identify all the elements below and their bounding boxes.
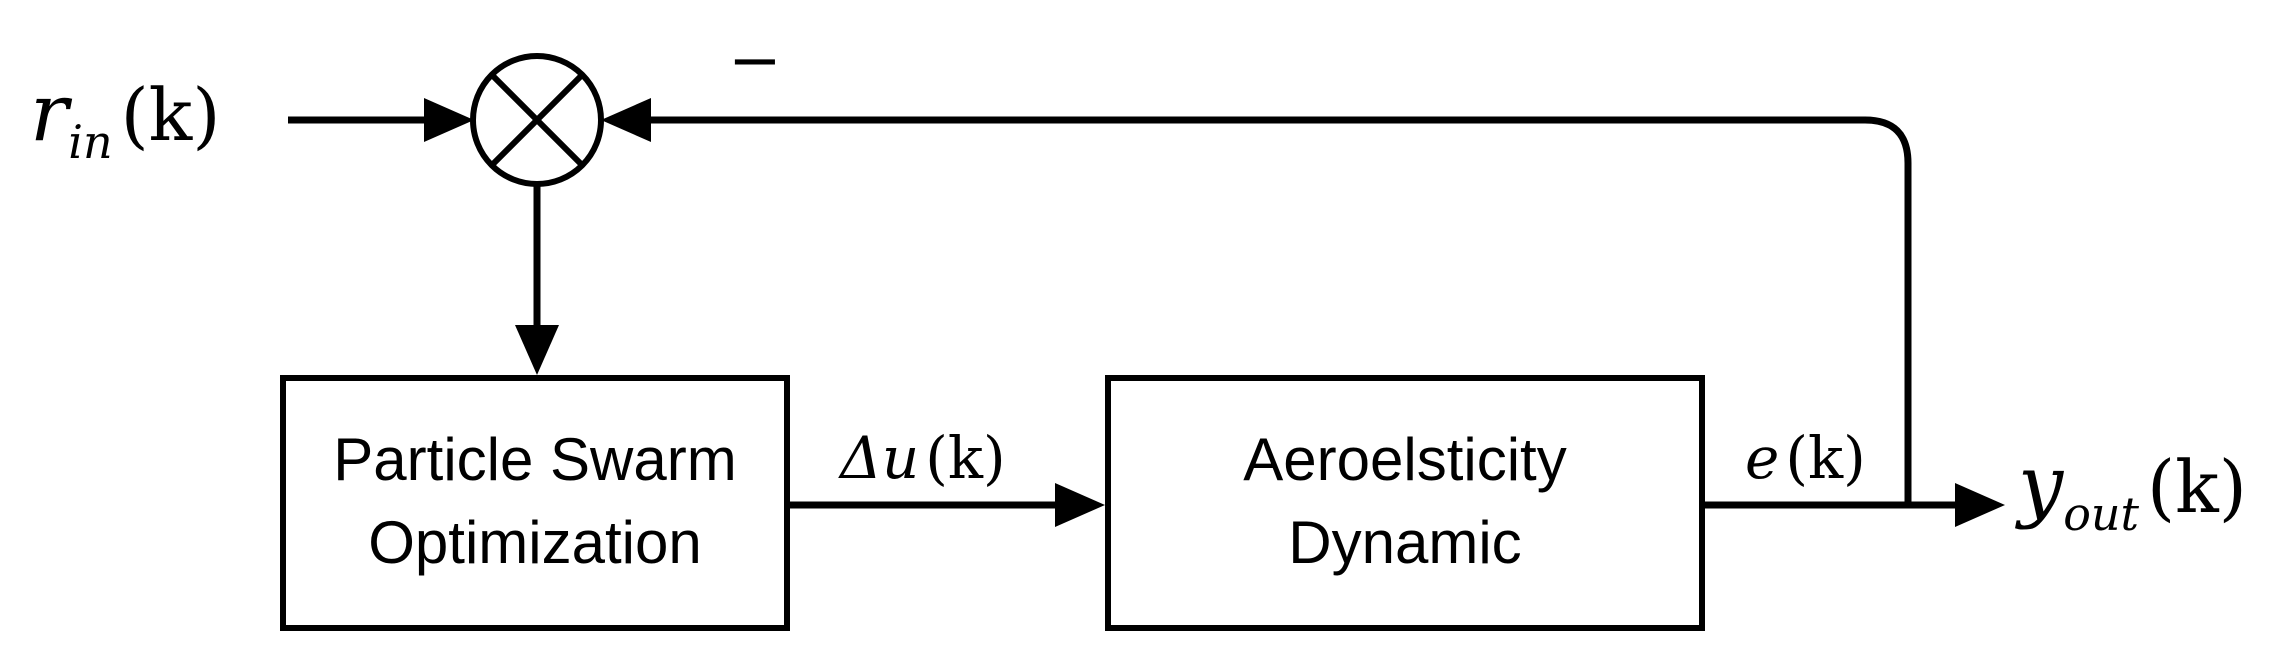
control-signal-arg: (k)	[925, 424, 1005, 492]
aero-dynamic-block: Aeroelsticity Dynamic	[1105, 375, 1705, 631]
input-arrowhead	[424, 98, 474, 142]
input-signal-label: rin(k)	[30, 66, 220, 169]
summing-junction	[470, 53, 604, 187]
input-signal-main: r	[30, 66, 73, 159]
input-signal-sub: in	[68, 115, 112, 169]
output-arrowhead	[1955, 483, 2005, 527]
aero-block-label-line2: Dynamic	[1288, 509, 1521, 576]
control-signal-label: Δu(k)	[838, 424, 1006, 492]
feedback-minus-sign: −	[728, 24, 782, 98]
output-signal-main: y	[2015, 438, 2065, 531]
pso-to-aero-arrowhead	[1055, 483, 1105, 527]
feedback-wire	[646, 116, 1912, 505]
control-signal-main: Δu	[838, 424, 919, 492]
output-signal-label: yout(k)	[2015, 438, 2247, 541]
output-signal-arg: (k)	[2147, 445, 2247, 529]
input-signal-arg: (k)	[121, 73, 221, 157]
junction-to-pso-arrowhead	[515, 325, 559, 375]
aero-block-label-line1: Aeroelsticity	[1243, 426, 1566, 493]
pso-block-label-line1: Particle Swarm	[333, 426, 736, 493]
pso-block-label-line2: Optimization	[368, 509, 701, 576]
error-signal-arg: (k)	[1785, 424, 1865, 492]
feedback-arrowhead	[601, 98, 651, 142]
pso-block: Particle Swarm Optimization	[280, 375, 790, 631]
error-signal-label: e(k)	[1745, 424, 1866, 492]
output-signal-sub: out	[2063, 487, 2139, 541]
error-signal-main: e	[1745, 424, 1779, 492]
